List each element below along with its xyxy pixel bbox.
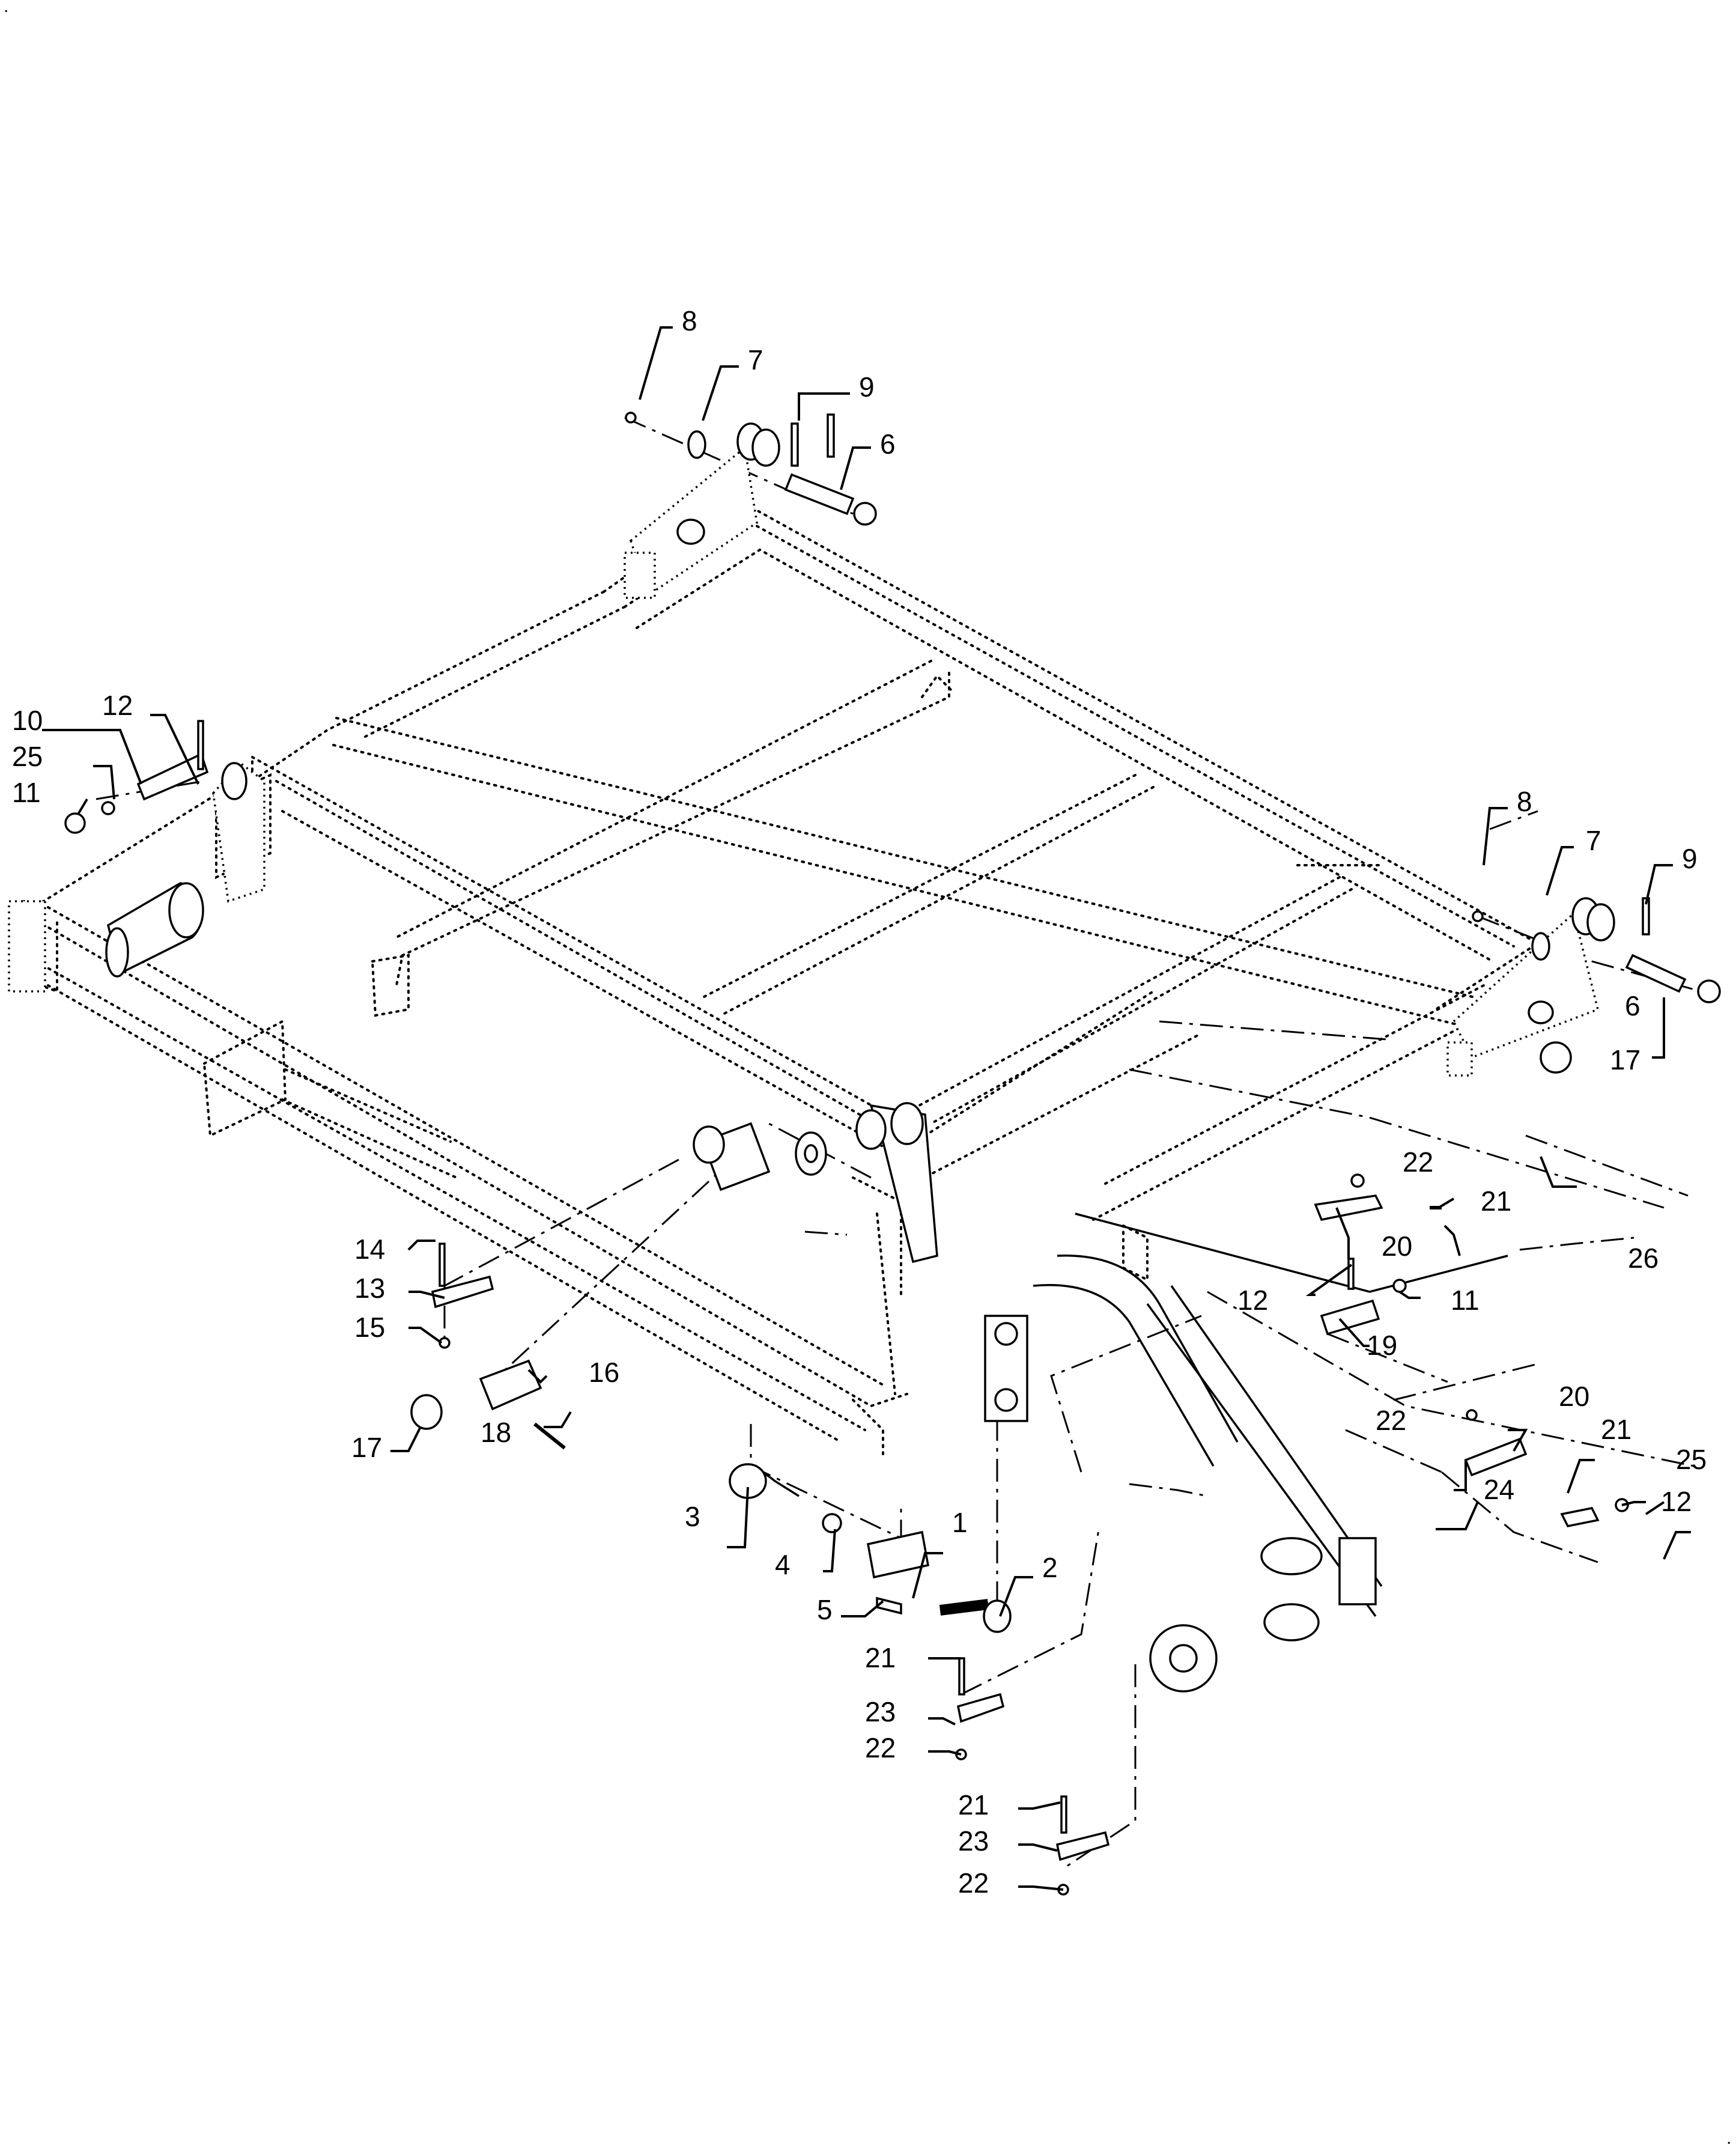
callout-12-left: 12 [102,690,133,721]
callout-8-left: 8 [682,305,697,336]
callout-6-left: 6 [880,428,896,460]
callout-25-left: 25 [12,741,43,772]
callout-12-mid: 12 [1237,1285,1268,1316]
right-rear-hinge-bracket [1446,897,1615,1077]
callout-22-center-upper: 22 [865,1732,896,1763]
callout-23-upper: 23 [865,1696,896,1727]
callout-13: 13 [354,1273,385,1304]
callout-22-center-lower: 22 [958,1867,989,1899]
hub [1149,1537,1377,1693]
callout-labels: 1 2 3 4 5 6 7 8 9 6 7 8 9 10 11 12 25 11… [12,305,1707,1899]
callout-16: 16 [589,1357,619,1388]
center-lift-arm [693,1102,1028,1422]
callout-14: 14 [354,1234,385,1265]
callout-18: 18 [481,1417,511,1448]
callout-11-right: 11 [1451,1285,1480,1316]
callout-2: 2 [1042,1552,1058,1583]
callout-21-lower-right: 21 [1601,1414,1631,1445]
callout-20-lower: 20 [1559,1381,1589,1412]
callout-1: 1 [952,1507,968,1538]
callout-25-right: 25 [1676,1444,1707,1475]
left-front-pivot-bracket [8,761,266,993]
callout-11-left: 11 [12,777,41,808]
corner-mark-top-left: . [4,0,8,16]
callout-21-center-lower: 21 [958,1789,989,1821]
hardware [64,412,1721,1896]
callout-21-upper-right: 21 [1481,1185,1511,1217]
callout-3: 3 [685,1501,700,1532]
left-rear-hinge-bracket [624,422,780,599]
callout-15: 15 [354,1312,385,1343]
callout-9-right: 9 [1682,843,1698,874]
callout-7-left: 7 [748,344,763,376]
callout-8-right: 8 [1517,786,1532,817]
callout-19: 19 [1367,1330,1397,1361]
callout-22-lower-right: 22 [1376,1405,1406,1436]
callout-21-center-upper: 21 [865,1642,896,1673]
callout-10: 10 [12,705,43,736]
leader-lines [42,326,1691,1891]
corner-mark-bottom-right: . [1726,2128,1731,2148]
callout-5: 5 [817,1594,833,1625]
callout-6-right: 6 [1625,990,1640,1021]
callout-9-left: 9 [859,371,875,403]
callout-12-right: 12 [1661,1486,1692,1517]
callout-26: 26 [1628,1243,1659,1274]
tow-bar [1033,1212,1508,1617]
callout-4: 4 [775,1549,791,1580]
callout-23-lower: 23 [958,1825,989,1857]
callout-7-right: 7 [1586,825,1601,856]
callout-20-upper: 20 [1382,1231,1412,1262]
callout-17-right: 17 [1610,1044,1640,1076]
callout-22-upper-right: 22 [1403,1146,1433,1178]
callout-24: 24 [1484,1474,1514,1505]
callout-17-left: 17 [351,1432,382,1463]
